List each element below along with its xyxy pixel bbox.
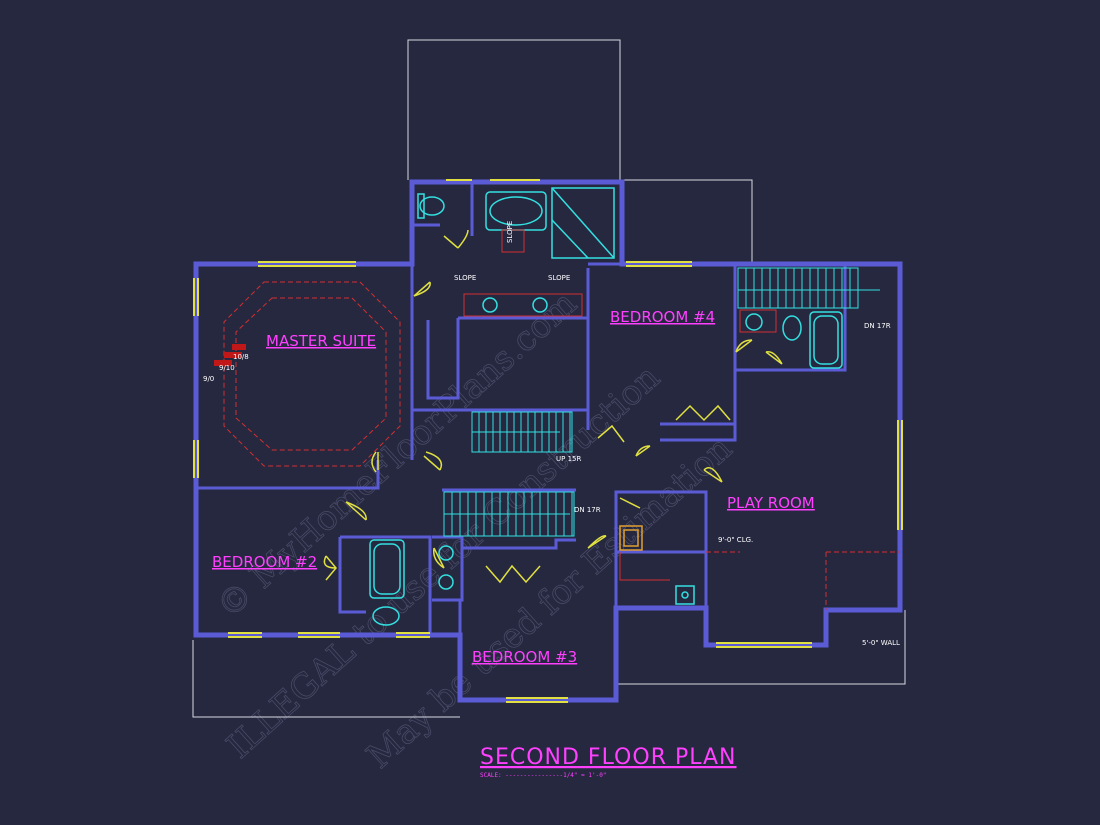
note-ceiling-9-0: 9/0 xyxy=(203,375,214,383)
label-bedroom-3: BEDROOM #3 xyxy=(472,648,577,666)
label-bedroom-4: BEDROOM #4 xyxy=(610,308,715,326)
doors xyxy=(323,229,783,584)
note-wall-height: 5'-0" WALL xyxy=(862,639,900,647)
laundry-appliances xyxy=(619,525,643,551)
fixtures xyxy=(369,187,843,626)
note-stair-dn-mid: DN 17R xyxy=(574,506,601,514)
note-ceiling-10-8: 10/8 xyxy=(233,353,249,361)
counter-lines xyxy=(463,229,777,581)
stairs xyxy=(443,267,880,537)
plan-scale: SCALE: ----------------1/4" = 1'-0" xyxy=(480,772,606,779)
note-slope-right: SLOPE xyxy=(548,274,570,282)
note-slope-left: SLOPE xyxy=(454,274,476,282)
note-stair-up: UP 15R xyxy=(556,455,581,463)
plan-title: SECOND FLOOR PLAN xyxy=(480,745,737,770)
ceiling-lines xyxy=(223,281,900,610)
label-bedroom-2: BEDROOM #2 xyxy=(212,553,317,571)
interior-walls xyxy=(196,182,847,700)
note-stair-dn-top: DN 17R xyxy=(864,322,891,330)
note-ceiling-9-10: 9/10 xyxy=(219,364,235,372)
watermark: © MyHomeFloorPlans.com ILLEGAL to use fo… xyxy=(209,283,740,777)
label-play-room: PLAY ROOM xyxy=(727,494,815,512)
windows xyxy=(193,179,903,703)
roof-outlines xyxy=(192,39,906,718)
label-master-suite: MASTER SUITE xyxy=(266,332,376,350)
ceiling-step-marker xyxy=(214,344,246,366)
note-slope-vertical: SLOPE xyxy=(506,221,514,243)
note-play-room-ceiling: 9'-0" CLG. xyxy=(718,536,753,544)
